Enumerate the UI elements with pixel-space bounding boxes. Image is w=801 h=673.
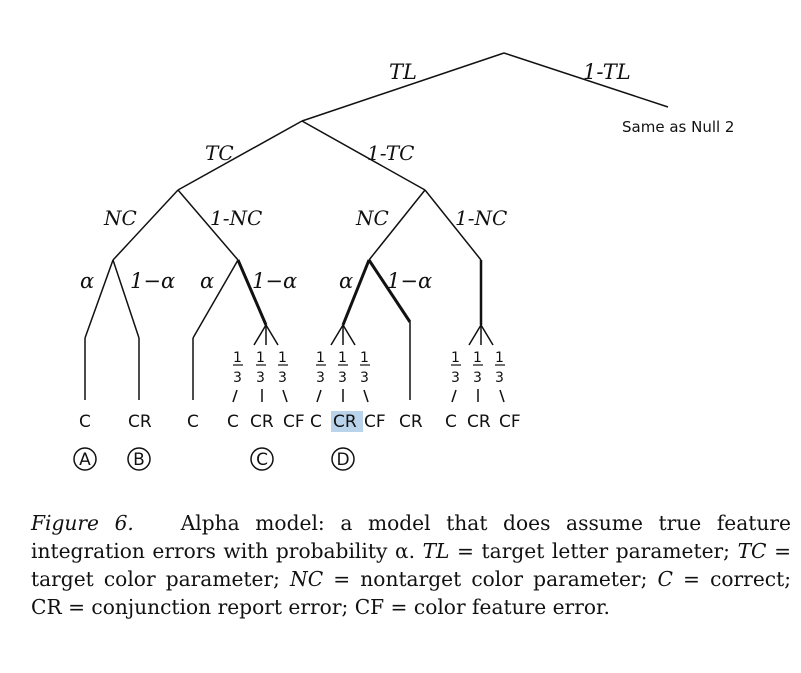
frac-num: 1 bbox=[316, 350, 325, 366]
frac-num: 1 bbox=[451, 350, 460, 366]
frac-den: 3 bbox=[473, 370, 482, 386]
tick bbox=[363, 389, 369, 403]
tick bbox=[499, 389, 505, 403]
tick bbox=[316, 389, 322, 403]
outcome-cf: CF bbox=[283, 412, 305, 432]
fan-4-right bbox=[480, 324, 494, 346]
label-nc-left: NC bbox=[103, 206, 137, 230]
frac-num: 1 bbox=[495, 350, 504, 366]
caption-c: C bbox=[657, 567, 673, 591]
label-alpha-3: α bbox=[339, 269, 353, 293]
frac-num: 1 bbox=[278, 350, 287, 366]
label-nc-right: NC bbox=[355, 206, 389, 230]
label-same-as-null: Same as Null 2 bbox=[622, 118, 734, 136]
edge-tl bbox=[301, 52, 505, 122]
outcomes: C CR C C CR CF C CR CF CR C CR CF bbox=[79, 412, 521, 432]
figure-label: Figure 6. bbox=[31, 511, 134, 535]
label-tc: TC bbox=[205, 141, 234, 165]
tick bbox=[232, 389, 238, 403]
frac-num: 1 bbox=[473, 350, 482, 366]
label-1-nc-right: 1-NC bbox=[455, 206, 507, 230]
frac-num: 1 bbox=[256, 350, 265, 366]
edge-nc-right bbox=[368, 189, 426, 261]
frac-den: 3 bbox=[360, 370, 369, 386]
outcome-cf: CF bbox=[364, 412, 386, 432]
figure-caption: Figure 6. Alpha model: a model that does… bbox=[31, 509, 791, 621]
label-1-alpha-1: 1−α bbox=[130, 269, 175, 293]
frac-den: 3 bbox=[256, 370, 265, 386]
marker-d: D bbox=[336, 450, 349, 470]
edge-1-alpha-3 bbox=[367, 259, 412, 323]
tick bbox=[451, 389, 457, 403]
label-alpha-1: α bbox=[80, 269, 94, 293]
frac-den: 3 bbox=[451, 370, 460, 386]
frac-den: 3 bbox=[316, 370, 325, 386]
label-1-tl: 1-TL bbox=[583, 60, 631, 84]
label-tl: TL bbox=[389, 60, 417, 84]
label-1-tc: 1-TC bbox=[367, 141, 414, 165]
tick bbox=[282, 389, 288, 403]
markers: A B C D bbox=[73, 447, 355, 471]
outcome-c: C bbox=[79, 412, 91, 432]
caption-tl: TL bbox=[422, 539, 450, 563]
marker-circle bbox=[331, 447, 355, 471]
outcome-cr: CR bbox=[399, 412, 423, 432]
fan-d-right bbox=[342, 324, 356, 346]
outcome-cr: CR bbox=[467, 412, 491, 432]
caption-text-2: = target letter parameter; bbox=[449, 539, 738, 563]
frac-num: 1 bbox=[360, 350, 369, 366]
caption-text-5: = correct; CR = conjunction report error… bbox=[31, 567, 791, 619]
outcome-cf: CF bbox=[499, 412, 521, 432]
caption-nc: NC bbox=[290, 567, 324, 591]
edge-1-tc bbox=[301, 120, 426, 191]
frac-den: 3 bbox=[278, 370, 287, 386]
outcome-c: C bbox=[187, 412, 199, 432]
marker-a: A bbox=[79, 450, 91, 470]
fan-c-right bbox=[265, 324, 279, 346]
frac-den: 3 bbox=[495, 370, 504, 386]
outcome-c: C bbox=[445, 412, 457, 432]
outcome-cr: CR bbox=[333, 412, 357, 432]
label-1-nc-left: 1-NC bbox=[210, 206, 262, 230]
frac-den: 3 bbox=[233, 370, 242, 386]
edge-alpha-3 bbox=[341, 259, 371, 326]
alpha-model-tree: TL 1-TL Same as Null 2 TC 1-TC NC 1-NC N… bbox=[73, 52, 734, 471]
caption-text-3: = target color parameter; bbox=[31, 539, 791, 591]
outcome-cr: CR bbox=[128, 412, 152, 432]
edge-tc bbox=[177, 120, 303, 191]
outcome-c: C bbox=[310, 412, 322, 432]
edge-nc-left bbox=[112, 189, 179, 261]
marker-b: B bbox=[133, 450, 145, 470]
marker-c: C bbox=[256, 450, 268, 470]
label-1-alpha-3: 1−α bbox=[387, 269, 432, 293]
edge-1-tl bbox=[503, 52, 669, 108]
edge-alpha-2 bbox=[192, 259, 239, 339]
edge-alpha-1 bbox=[84, 259, 114, 339]
fan-c-left bbox=[253, 324, 267, 346]
highlight-box bbox=[331, 411, 363, 432]
caption-tc: TC bbox=[737, 539, 767, 563]
edge-1-alpha-1 bbox=[112, 259, 140, 339]
marker-circle bbox=[73, 447, 97, 471]
fan-4-left bbox=[468, 324, 482, 346]
fan-d-left bbox=[330, 324, 344, 346]
marker-circle bbox=[250, 447, 274, 471]
label-1-alpha-2: 1−α bbox=[252, 269, 297, 293]
fractions: 1 3 1 3 1 3 1 3 1 3 1 3 1 3 1 3 1 3 bbox=[233, 350, 504, 386]
frac-den: 3 bbox=[338, 370, 347, 386]
tree-edges bbox=[84, 52, 669, 403]
outcome-cr: CR bbox=[250, 412, 274, 432]
marker-circle bbox=[127, 447, 151, 471]
frac-num: 1 bbox=[338, 350, 347, 366]
edge-1-nc-right bbox=[424, 189, 482, 261]
label-alpha-2: α bbox=[200, 269, 214, 293]
edge-1-alpha-2 bbox=[236, 259, 268, 326]
edge-1-nc-left bbox=[177, 189, 239, 261]
outcome-c: C bbox=[227, 412, 239, 432]
caption-text-1: Alpha model: a model that does assume tr… bbox=[31, 511, 791, 563]
frac-num: 1 bbox=[233, 350, 242, 366]
caption-text-4: = nontarget color parameter; bbox=[323, 567, 658, 591]
